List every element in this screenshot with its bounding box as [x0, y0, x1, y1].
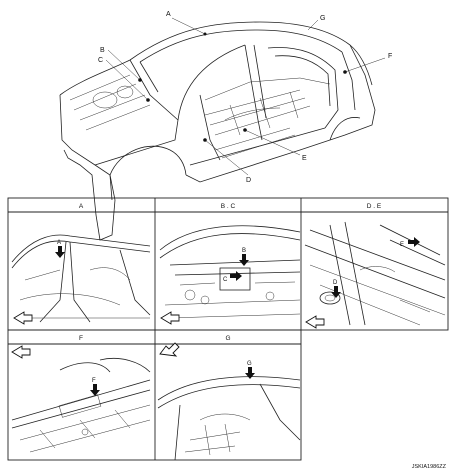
panel-g-illustration — [157, 376, 301, 461]
panel-bc-right-arrow-icon — [230, 271, 242, 281]
callout-g: G — [320, 15, 325, 22]
panel-de-front-direction-icon — [305, 315, 325, 329]
panel-bc-marker-c: C — [223, 277, 228, 283]
panel-g-title: G — [225, 335, 230, 342]
panel-g-down-arrow-icon — [245, 367, 255, 379]
panel-a-illustration — [11, 234, 151, 323]
panel-bc-marker-b: B — [242, 248, 246, 254]
panel-bc-title: B . C — [221, 203, 236, 210]
panel-f-down-arrow-icon — [90, 384, 100, 396]
callout-b: B — [100, 47, 105, 54]
panel-a-title: A — [79, 203, 84, 210]
panel-de-down-arrow-icon — [331, 286, 341, 298]
panel-g-front-direction-icon — [159, 342, 180, 357]
callout-d: D — [246, 177, 251, 184]
panel-de-marker-e: E — [400, 242, 404, 248]
callout-e: E — [302, 155, 307, 162]
callout-c: C — [98, 57, 103, 64]
panel-de-marker-d: D — [333, 280, 338, 286]
callout-a: A — [166, 11, 171, 18]
panel-de-right-arrow-icon — [408, 237, 420, 247]
figure-id: JSKIA1986ZZ — [412, 464, 447, 470]
panel-f-marker-f: F — [92, 378, 96, 384]
panel-bc-illustration — [159, 225, 301, 319]
panel-de-title: D . E — [367, 203, 382, 210]
panel-g-marker-g: G — [247, 361, 252, 367]
panel-a-down-arrow-icon — [55, 246, 65, 258]
panel-de-illustration — [304, 221, 446, 326]
detail-grid — [7, 197, 449, 461]
panel-bc-front-direction-icon — [160, 311, 180, 325]
panel-f-rear-direction-icon — [11, 345, 31, 359]
vehicle-body-overview — [59, 17, 386, 241]
callout-f: F — [388, 53, 392, 60]
panel-a-front-direction-icon — [13, 311, 33, 325]
panel-a-marker-a: A — [57, 240, 61, 246]
panel-bc-down-arrow-icon — [239, 254, 249, 266]
panel-f-title: F — [79, 335, 83, 342]
panel-f-illustration — [11, 357, 151, 453]
